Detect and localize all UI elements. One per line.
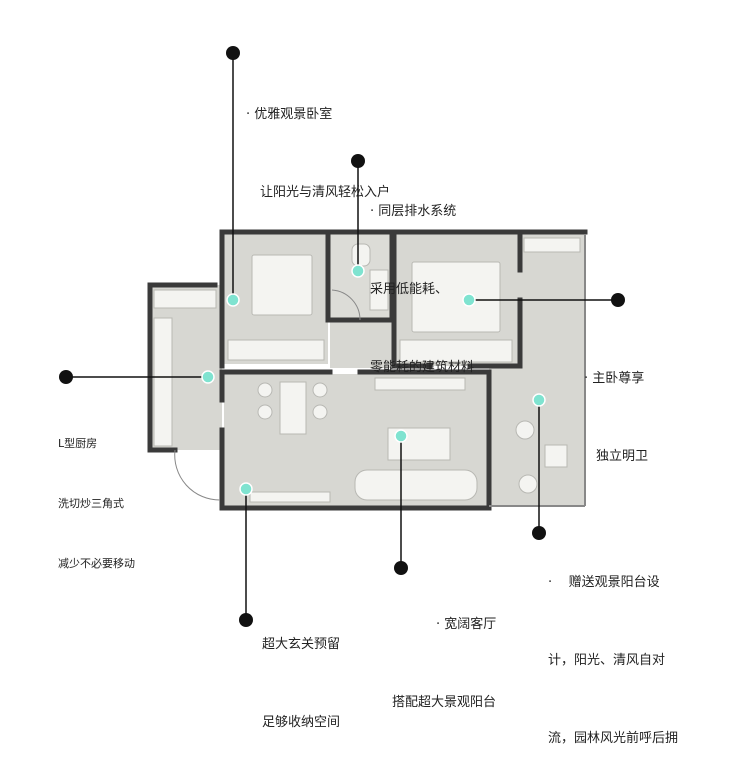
dot-balcony xyxy=(532,526,546,540)
note-master: · 主卧尊享 独立明卫 xyxy=(584,314,648,496)
balcony-floor xyxy=(489,234,585,506)
kitchen-counter xyxy=(153,317,173,447)
leader-end-dots xyxy=(59,46,625,627)
walls xyxy=(147,229,588,511)
dot-kitchen xyxy=(59,370,73,384)
marker-drainage xyxy=(351,264,365,278)
balcony-chair xyxy=(518,474,538,494)
bed-master xyxy=(411,261,501,333)
balcony-chair xyxy=(515,420,535,440)
toilet xyxy=(351,243,371,267)
marker-entrance xyxy=(239,482,253,496)
wall-master xyxy=(391,229,523,369)
note-drainage-line3: 零能耗的建筑材料 xyxy=(370,360,475,375)
marker-kitchen xyxy=(201,370,215,384)
note-kitchen-line1: L型厨房 xyxy=(58,437,98,450)
shower xyxy=(369,269,389,311)
dot-master xyxy=(611,293,625,307)
wardrobe-master xyxy=(399,339,513,363)
dot-entrance xyxy=(239,613,253,627)
balcony-table xyxy=(544,444,568,468)
note-entrance-line1: 超大玄关预留 xyxy=(262,637,341,652)
note-entrance: 超大玄关预留 足够收纳空间 xyxy=(262,580,340,762)
marker-living xyxy=(394,429,408,443)
balcony-rail xyxy=(489,234,586,507)
dot-bedroom2 xyxy=(226,46,240,60)
note-drainage-line2: 采用低能耗、 xyxy=(370,282,449,297)
sofa xyxy=(354,469,478,501)
note-drainage-line1: · 同层排水系统 xyxy=(370,204,457,219)
note-kitchen-line3: 减少不必要移动 xyxy=(58,557,135,570)
note-balcony-line3: 流，园林风光前呼后拥 xyxy=(548,731,679,746)
kitchen-counter-top xyxy=(153,289,217,309)
floor-plan xyxy=(59,46,625,627)
wall-bedroom2 xyxy=(219,229,331,369)
dining-chair xyxy=(257,382,273,398)
dot-drainage xyxy=(351,154,365,168)
dining-chair xyxy=(312,404,328,420)
note-master-line1: · 主卧尊享 xyxy=(584,371,645,386)
note-entrance-line2: 足够收纳空间 xyxy=(262,715,341,730)
marker-balcony xyxy=(532,393,546,407)
note-living: · 宽阔客厅 搭配超大景观阳台 xyxy=(392,560,496,742)
balcony-washer xyxy=(523,237,581,253)
note-living-line2: 搭配超大景观阳台 xyxy=(392,695,497,710)
note-living-line1: · 宽阔客厅 xyxy=(436,617,497,632)
note-bedroom2-line2: 让阳光与清风轻松入户 xyxy=(260,185,391,200)
note-bedroom2-line1: · 优雅观景卧室 xyxy=(246,107,333,122)
note-kitchen-line2: 洗切炒三角式 xyxy=(58,497,124,510)
note-balcony-line1: · 赠送观景阳台设 xyxy=(548,575,660,590)
leader-lines xyxy=(66,53,618,620)
note-kitchen: L型厨房 洗切炒三角式 减少不必要移动 xyxy=(58,394,135,594)
shoe-cabinet xyxy=(249,491,331,503)
note-drainage: · 同层排水系统 采用低能耗、 零能耗的建筑材料 xyxy=(370,147,474,407)
dot-living xyxy=(394,561,408,575)
note-balcony-line2: 计，阳光、清风自对 xyxy=(548,653,666,668)
bath-door-arc xyxy=(331,289,361,321)
dining-chair xyxy=(312,382,328,398)
tv-cabinet xyxy=(374,377,466,391)
entrance-door-arc xyxy=(174,449,221,501)
furniture xyxy=(153,237,581,503)
wall-kitchen xyxy=(147,282,218,453)
wardrobe-secondary xyxy=(227,339,325,361)
note-bedroom2: · 优雅观景卧室 让阳光与清风轻松入户 xyxy=(246,50,390,232)
marker-master xyxy=(462,293,476,307)
marker-bedroom2 xyxy=(226,293,240,307)
room-markers xyxy=(201,264,546,496)
balcony-outline xyxy=(489,234,586,507)
note-master-line2: 独立明卫 xyxy=(596,449,649,464)
dining-chair xyxy=(257,404,273,420)
dining-table xyxy=(279,381,307,435)
bed-secondary xyxy=(251,254,313,316)
note-balcony: · 赠送观景阳台设 计，阳光、清风自对 流，园林风光前呼后拥 xyxy=(548,518,678,778)
corridor-floor xyxy=(330,320,392,368)
